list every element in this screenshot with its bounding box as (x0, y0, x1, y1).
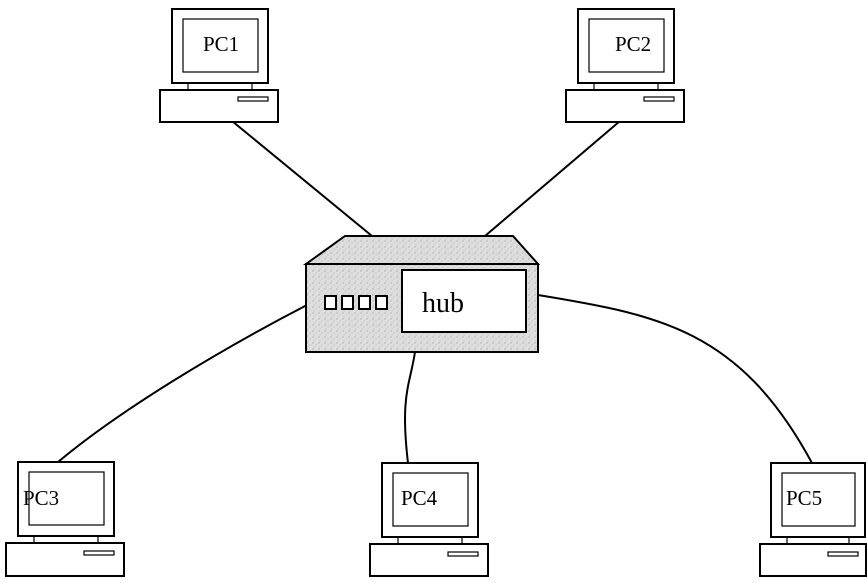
cable-pc2-hub (484, 120, 621, 237)
computer-pc4: PC4 (369, 462, 489, 577)
cable-pc4-hub (404, 351, 416, 464)
hub-label: hub (422, 288, 464, 319)
pc-label: PC3 (23, 486, 59, 510)
pc-label: PC4 (401, 486, 438, 510)
monitor (577, 8, 675, 84)
pc-label: PC1 (203, 32, 239, 56)
cable-pc5-hub (537, 294, 813, 464)
monitor-screen (182, 18, 259, 73)
computer-pc1: PC1 (159, 8, 279, 123)
cable-pc1-hub (231, 120, 373, 237)
system-unit (159, 89, 279, 123)
monitor-screen (28, 471, 105, 526)
drive-slot (643, 96, 675, 102)
computer-pc2: PC2 (565, 8, 685, 123)
hub-label-panel (401, 269, 527, 333)
drive-slot (827, 551, 859, 557)
cable-pc3-hub (57, 304, 308, 463)
monitor (17, 461, 115, 537)
computer-pc3: PC3 (5, 461, 125, 577)
hub: hub (302, 235, 541, 353)
computer-pc5: PC5 (759, 462, 867, 577)
hub-port (358, 295, 371, 310)
hub-ports (324, 295, 388, 310)
monitor-screen (781, 472, 856, 527)
monitor (770, 462, 866, 538)
monitor-screen (392, 472, 469, 527)
monitor-screen (588, 18, 665, 73)
hub-top (302, 235, 541, 265)
drive-slot (237, 96, 269, 102)
system-unit (5, 542, 125, 577)
pc-label: PC2 (615, 32, 651, 56)
drive-slot (447, 551, 479, 557)
pc-label: PC5 (786, 486, 822, 510)
hub-port (341, 295, 354, 310)
system-unit (565, 89, 685, 123)
cables (57, 120, 813, 464)
hub-port (324, 295, 337, 310)
system-unit (759, 543, 867, 577)
drive-slot (83, 550, 115, 556)
hub-port (375, 295, 388, 310)
system-unit (369, 543, 489, 577)
